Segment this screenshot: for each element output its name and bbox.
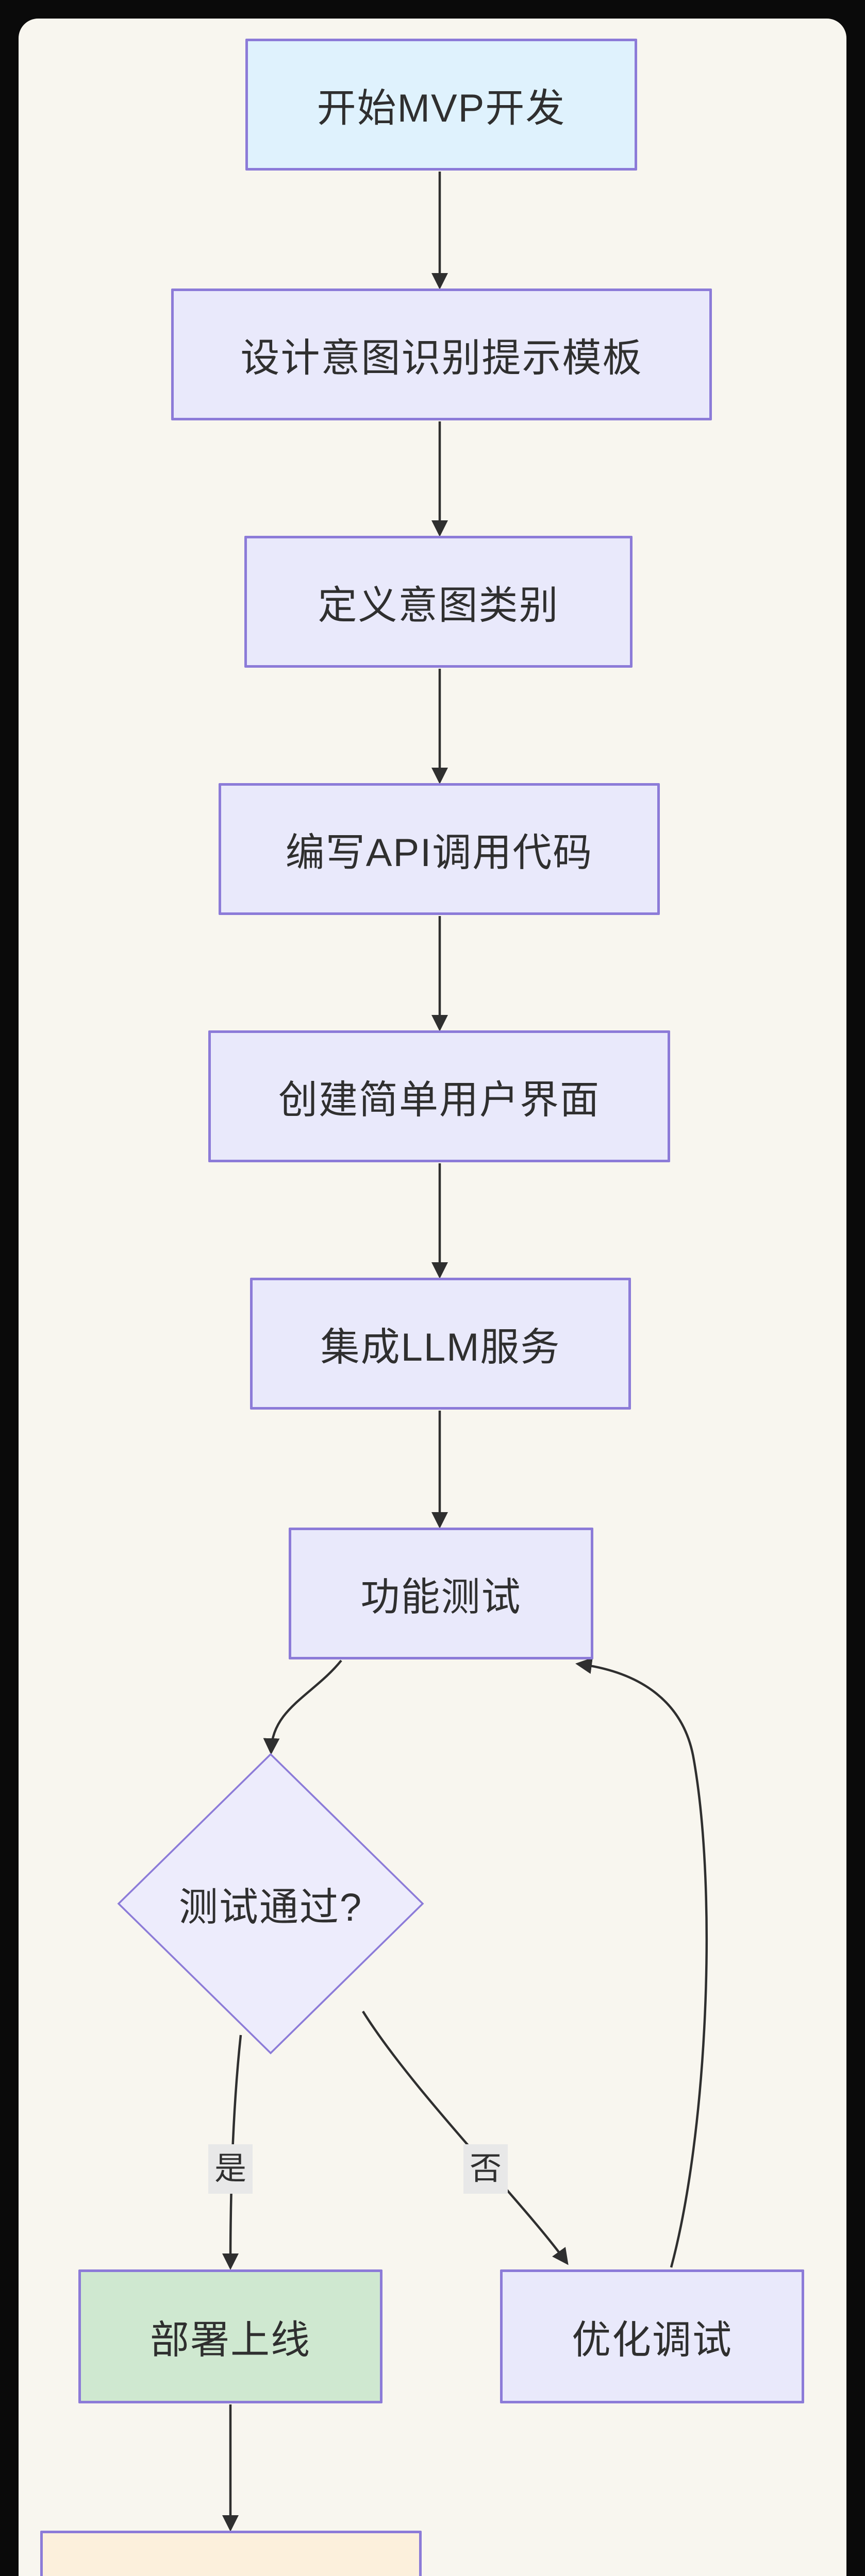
node-integrate-llm: 集成LLM服务 [250, 1278, 631, 1410]
edge-decision-debug [362, 2010, 569, 2265]
node-design-label: 设计意图识别提示模板 [240, 336, 643, 380]
node-api-label: 编写API调用代码 [285, 831, 593, 875]
node-llm-label: 集成LLM服务 [320, 1326, 561, 1369]
node-decision-label: 测试通过? [178, 1886, 363, 1929]
node-define-intent-categories: 定义意图类别 [244, 536, 633, 668]
node-feedback-label: 收集用户反馈 [110, 2566, 352, 2576]
node-function-test: 功能测试 [289, 1528, 593, 1659]
node-define-label: 定义意图类别 [318, 584, 559, 628]
node-start-label: 开始MVP开发 [317, 87, 566, 130]
node-deploy-label: 部署上线 [150, 2318, 311, 2362]
node-design-prompt-template: 设计意图识别提示模板 [171, 289, 712, 420]
node-test-label: 功能测试 [360, 1575, 522, 1619]
node-collect-user-feedback: 收集用户反馈 [40, 2531, 422, 2576]
edge-debug-test-loop [575, 1657, 708, 2268]
node-optimize-debug: 优化调试 [500, 2269, 804, 2403]
node-decision-test-passed: 测试通过? [119, 1754, 423, 2053]
node-start: 开始MVP开发 [245, 39, 637, 171]
edge-label-yes-text: 是 [214, 2151, 247, 2187]
decision-diamond-shape [117, 1753, 424, 2055]
edge-label-no-text: 否 [470, 2151, 502, 2187]
edge-test-decision [263, 1659, 342, 1755]
edge-label-yes: 是 [208, 2144, 253, 2194]
node-deploy-online: 部署上线 [78, 2269, 382, 2403]
node-create-simple-ui: 创建简单用户界面 [208, 1030, 670, 1162]
node-debug-label: 优化调试 [572, 2318, 733, 2362]
node-write-api-code: 编写API调用代码 [219, 783, 660, 915]
node-ui-label: 创建简单用户界面 [278, 1078, 600, 1122]
edge-label-no: 否 [463, 2144, 508, 2194]
